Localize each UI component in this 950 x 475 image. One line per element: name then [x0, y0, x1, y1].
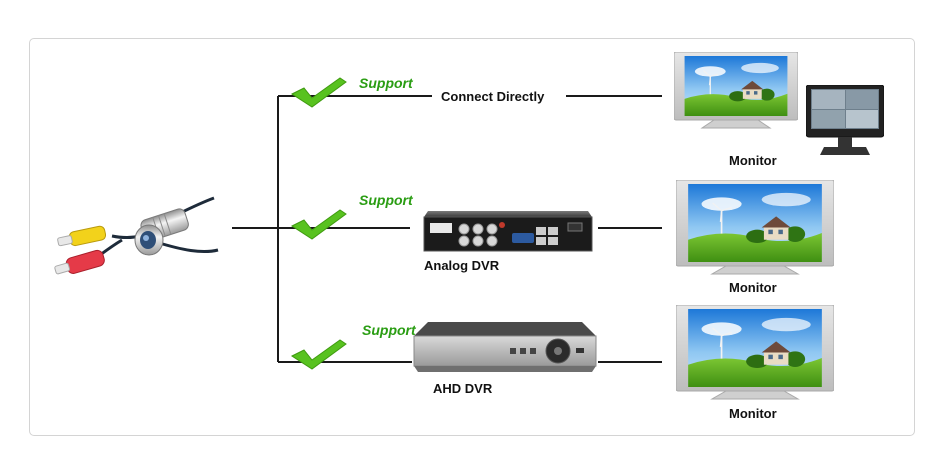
landscape-monitor-icon: [676, 305, 834, 400]
monitor-label-1: Monitor: [729, 153, 777, 168]
support-label-2: Support: [359, 192, 413, 208]
landscape-monitor-icon: [674, 52, 798, 129]
small-lcd-monitor-icon: [806, 85, 884, 155]
pinhole-camera-icon: [54, 196, 219, 275]
support-label-3: Support: [362, 322, 416, 338]
monitor-label-2: Monitor: [729, 280, 777, 295]
connect-directly-label: Connect Directly: [441, 89, 545, 104]
ahd-dvr-label: AHD DVR: [433, 381, 493, 396]
landscape-monitor-icon: [676, 180, 834, 275]
check-icon: [290, 77, 347, 108]
support-label-1: Support: [359, 75, 413, 91]
ahd-dvr-icon: [413, 322, 597, 372]
check-icon: [290, 339, 347, 370]
analog-dvr-label: Analog DVR: [424, 258, 500, 273]
check-icon: [290, 209, 347, 240]
analog-dvr-icon: [423, 211, 593, 252]
monitor-label-3: Monitor: [729, 406, 777, 421]
